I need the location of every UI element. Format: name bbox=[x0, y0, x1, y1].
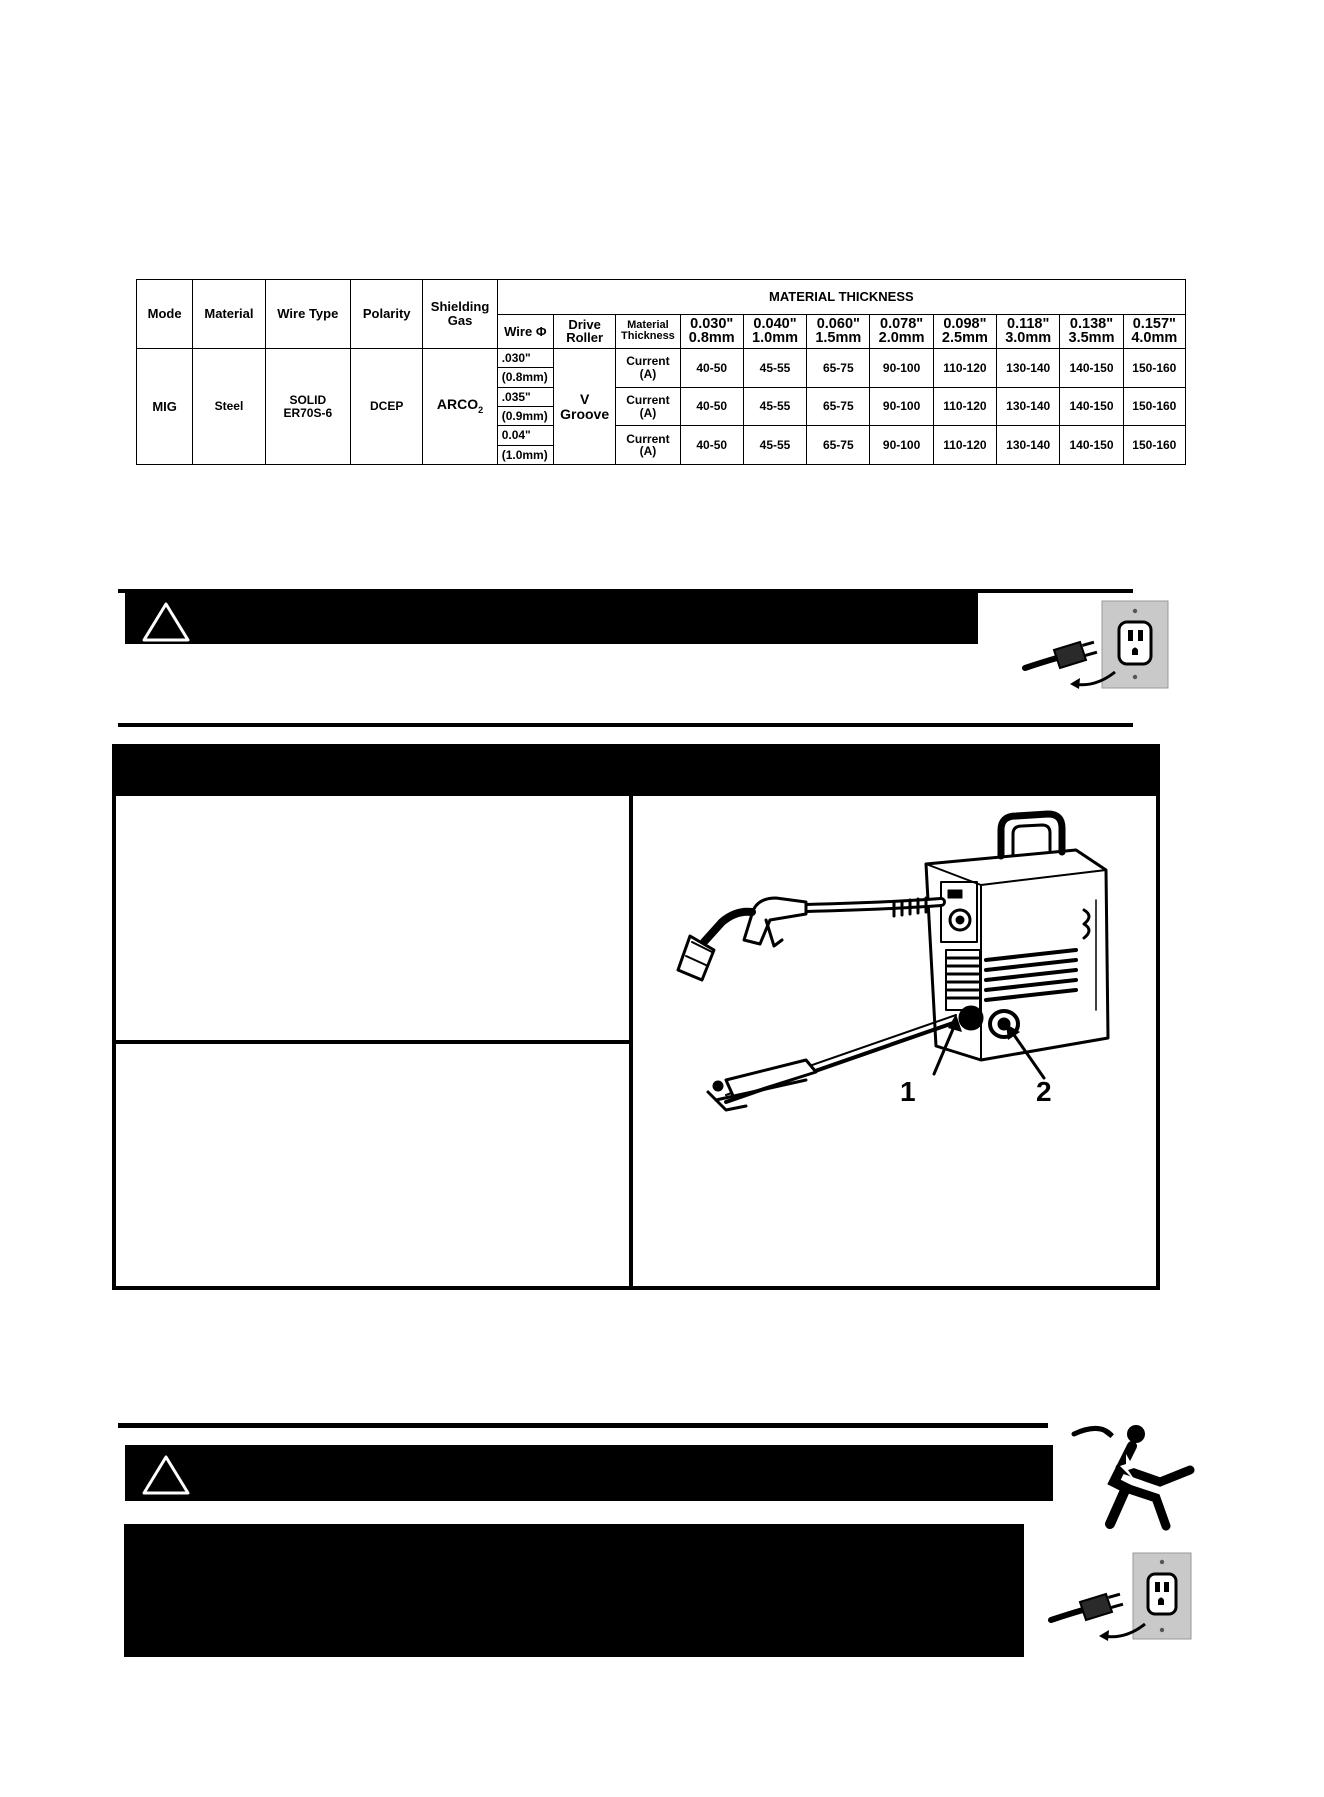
cell-current-value: 65-75 bbox=[806, 425, 871, 465]
panel-horizontal-divider bbox=[116, 1040, 630, 1044]
panel-header bbox=[112, 744, 1160, 794]
cell-current-value: 130-140 bbox=[996, 425, 1061, 465]
thickness-col-1: 0.030"0.8mm bbox=[679, 313, 744, 350]
cell-current-value: 140-150 bbox=[1059, 348, 1124, 388]
cell-current-value: 110-120 bbox=[932, 425, 998, 465]
cell-current-value: 40-50 bbox=[679, 348, 744, 388]
warning-1-bottom-rule bbox=[118, 723, 1133, 727]
header-wire-type: Wire Type bbox=[264, 278, 352, 350]
cell-current-label: Current(A) bbox=[615, 425, 681, 465]
cell-current-value: 90-100 bbox=[869, 425, 934, 465]
panel-vertical-divider bbox=[629, 796, 633, 1286]
callout-1: 1 bbox=[900, 1076, 916, 1107]
thickness-col-3: 0.060"1.5mm bbox=[806, 313, 871, 350]
thickness-col-2: 0.040"1.0mm bbox=[742, 313, 808, 350]
cell-current-value: 150-160 bbox=[1122, 425, 1187, 465]
cell-wire-inch: .035" bbox=[496, 386, 554, 408]
cell-current-value: 45-55 bbox=[742, 348, 808, 388]
cell-current-value: 130-140 bbox=[996, 348, 1061, 388]
warning-2-text-block bbox=[124, 1524, 1024, 1657]
header-polarity: Polarity bbox=[350, 278, 424, 350]
cell-current-value: 45-55 bbox=[742, 425, 808, 465]
cell-wire-inch: .030" bbox=[496, 348, 554, 369]
warning-1-banner bbox=[125, 593, 978, 644]
cell-current-value: 40-50 bbox=[679, 386, 744, 427]
cell-current-label: Current(A) bbox=[615, 386, 681, 427]
cell-current-value: 150-160 bbox=[1122, 348, 1187, 388]
cell-current-value: 45-55 bbox=[742, 386, 808, 427]
cell-wire-inch: 0.04" bbox=[496, 425, 554, 446]
cell-current-label: Current(A) bbox=[615, 348, 681, 388]
header-mode: Mode bbox=[135, 278, 194, 350]
cell-current-value: 130-140 bbox=[996, 386, 1061, 427]
warning-1-top-rule bbox=[118, 589, 1133, 593]
electric-shock-icon bbox=[1071, 1425, 1195, 1531]
cell-current-value: 65-75 bbox=[806, 386, 871, 427]
cell-current-value: 140-150 bbox=[1059, 386, 1124, 427]
welder-illustration bbox=[676, 810, 1110, 1112]
cell-current-value: 110-120 bbox=[932, 386, 998, 427]
unplug-outlet-icon bbox=[1048, 1552, 1192, 1641]
cell-wire-mm: (1.0mm) bbox=[496, 444, 554, 466]
panel-frame: 1 2 bbox=[112, 792, 1160, 1290]
cell-wire-mm: (0.8mm) bbox=[496, 367, 554, 388]
connection-panel: 1 2 bbox=[112, 744, 1160, 1290]
cell-mode: MIG bbox=[135, 348, 194, 465]
cell-current-value: 90-100 bbox=[869, 348, 934, 388]
cell-current-value: 40-50 bbox=[679, 425, 744, 465]
header-material-thickness-group: MATERIAL THICKNESS bbox=[496, 279, 1187, 315]
thickness-col-8: 0.157"4.0mm bbox=[1122, 313, 1187, 350]
thickness-col-5: 0.098"2.5mm bbox=[932, 313, 998, 350]
cell-material: Steel bbox=[192, 348, 266, 465]
unplug-outlet-icon bbox=[1022, 600, 1169, 689]
header-material: Material bbox=[192, 278, 266, 350]
cell-polarity: DCEP bbox=[350, 348, 424, 465]
cell-shielding-gas: ARCO2 bbox=[422, 348, 498, 465]
warning-2-banner bbox=[125, 1445, 1053, 1501]
warning-2-top-rule bbox=[118, 1423, 1048, 1428]
thickness-col-4: 0.078"2.0mm bbox=[869, 313, 934, 350]
warning-triangle-icon bbox=[142, 602, 190, 642]
cell-current-value: 150-160 bbox=[1122, 386, 1187, 427]
thickness-col-7: 0.138"3.5mm bbox=[1059, 313, 1124, 350]
header-wire-diameter: Wire Φ bbox=[496, 313, 554, 350]
welding-settings-table: Mode Material Wire Type Polarity Shieldi… bbox=[135, 278, 1187, 466]
thickness-col-6: 0.118"3.0mm bbox=[996, 313, 1061, 350]
cell-current-value: 90-100 bbox=[869, 386, 934, 427]
cell-wire-mm: (0.9mm) bbox=[496, 406, 554, 427]
cell-current-value: 140-150 bbox=[1059, 425, 1124, 465]
cell-current-value: 110-120 bbox=[932, 348, 998, 388]
warning-triangle-icon bbox=[142, 1455, 190, 1495]
callout-2: 2 bbox=[1036, 1076, 1052, 1107]
cell-current-value: 65-75 bbox=[806, 348, 871, 388]
